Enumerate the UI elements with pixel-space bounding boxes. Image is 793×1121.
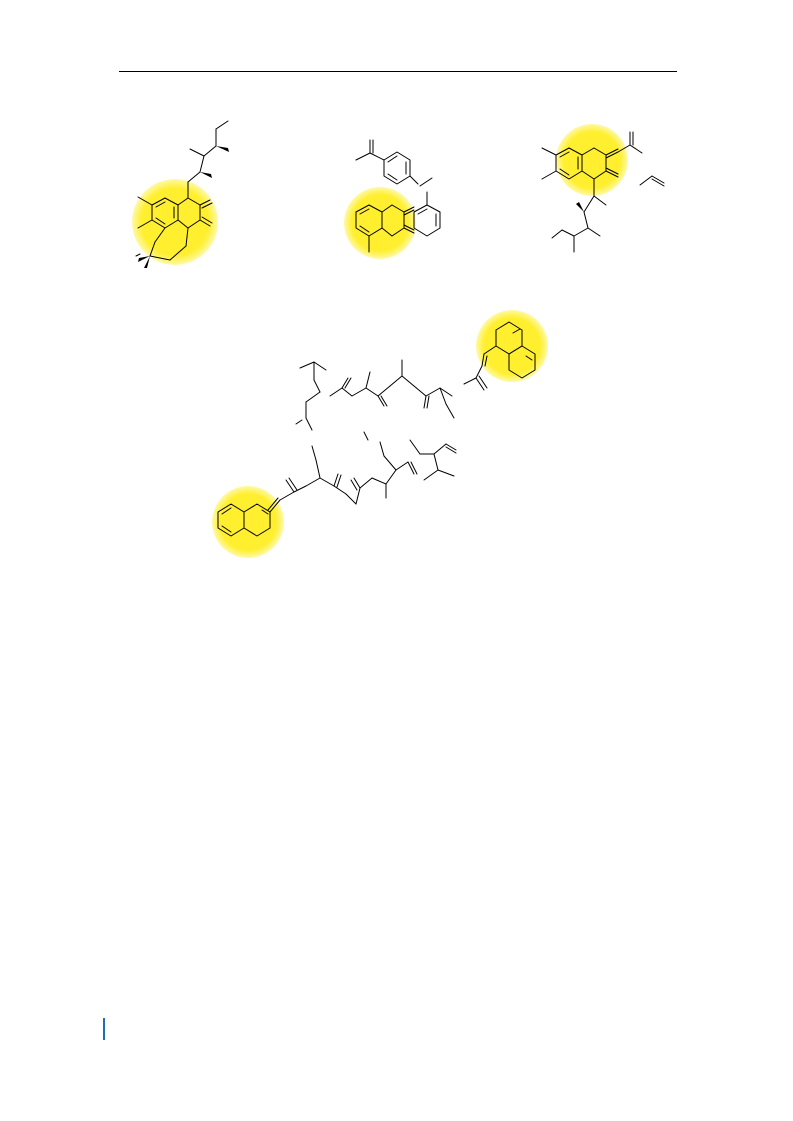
highlight-circle [344, 187, 416, 259]
molecule-2 [355, 139, 441, 253]
header-rule [119, 71, 677, 72]
molecule-1 [135, 120, 229, 268]
highlight-circle [476, 310, 548, 382]
cyclic-peptide [217, 321, 536, 537]
footer-accent-bar [103, 1018, 105, 1040]
molecule-3 [541, 131, 665, 253]
highlight-circle [212, 486, 284, 558]
highlight-group [132, 124, 628, 558]
highlight-circle [556, 124, 628, 196]
